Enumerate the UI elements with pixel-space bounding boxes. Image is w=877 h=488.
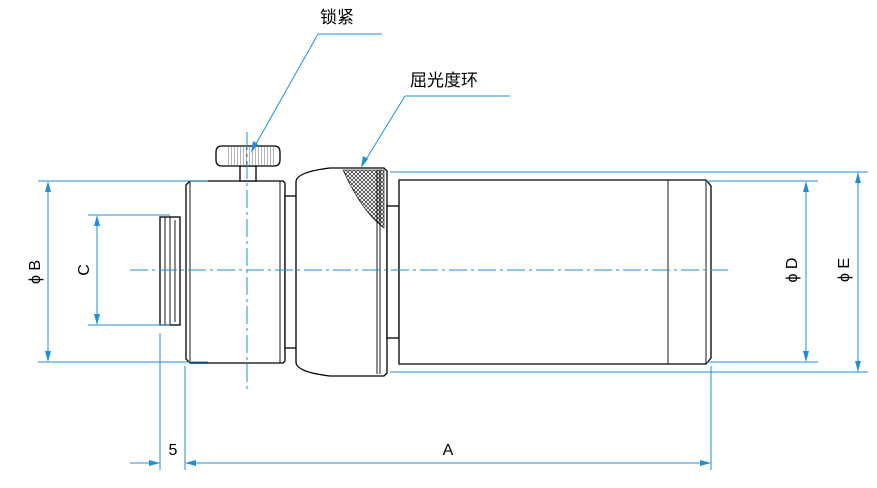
lock-screw [215,145,281,182]
lock-callout-label: 锁紧 [320,8,354,27]
dim-offset-label: 5 [169,442,178,459]
dim-phi-d-label: ϕ D [784,258,801,283]
threaded-mount [159,216,181,326]
dim-c-label: C [76,264,93,276]
collar-neck [284,195,298,349]
ring-neck [386,205,400,339]
lock-collar [185,180,286,364]
diopter-ring [295,167,388,377]
main-barrel [398,179,712,365]
eyepiece-body [159,145,712,377]
dim-phi-e-label: ϕ E [836,258,853,282]
dimension-lines [38,33,868,470]
dim-a-label: A [443,442,454,459]
dim-phi-b-label: ϕ B [27,260,44,284]
diopter-ring-callout-label: 屈光度环 [410,71,478,90]
center-lines [130,132,730,392]
